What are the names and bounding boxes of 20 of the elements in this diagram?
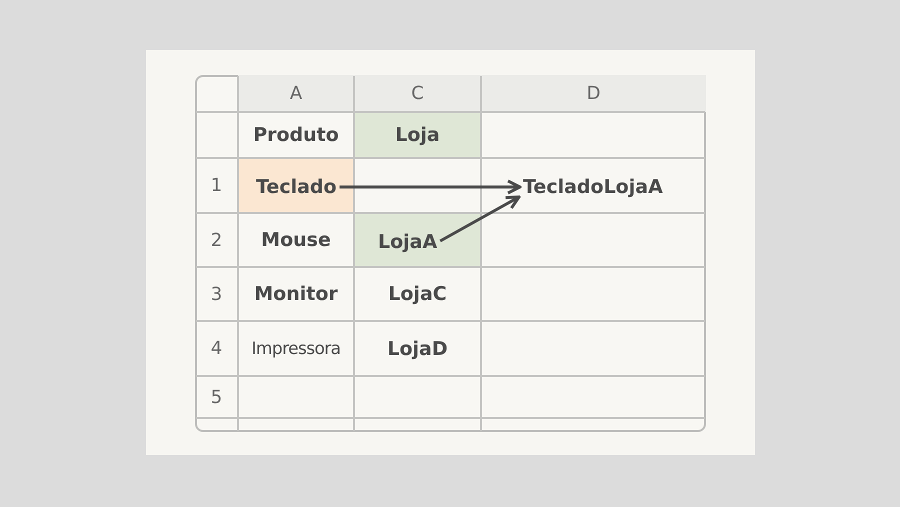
table-cell-text: Mouse (260, 228, 332, 253)
arrow (340, 180, 522, 194)
table-cell: LojaA (375, 229, 440, 255)
arrow (439, 196, 520, 242)
row-number: 3 (210, 282, 224, 306)
table-cell-text: LojaD (386, 336, 449, 362)
column-header: A (288, 82, 304, 106)
table-cell-text: LojaC (387, 282, 448, 307)
row-number: 5 (210, 386, 224, 410)
row-number: 2 (210, 228, 224, 252)
column-header: C (410, 82, 425, 106)
table-cell: Loja (355, 113, 480, 157)
column-header: D (586, 82, 602, 106)
row-number: 4 (210, 337, 224, 361)
table-cell: TecladoLojaA (520, 174, 666, 200)
table-cell: Teclado (253, 174, 340, 200)
table-cell-text: Impressora (250, 338, 342, 360)
table-cell-text: Produto (252, 123, 340, 148)
row-number: 1 (210, 174, 224, 198)
table-cell-text: Monitor (253, 282, 339, 307)
